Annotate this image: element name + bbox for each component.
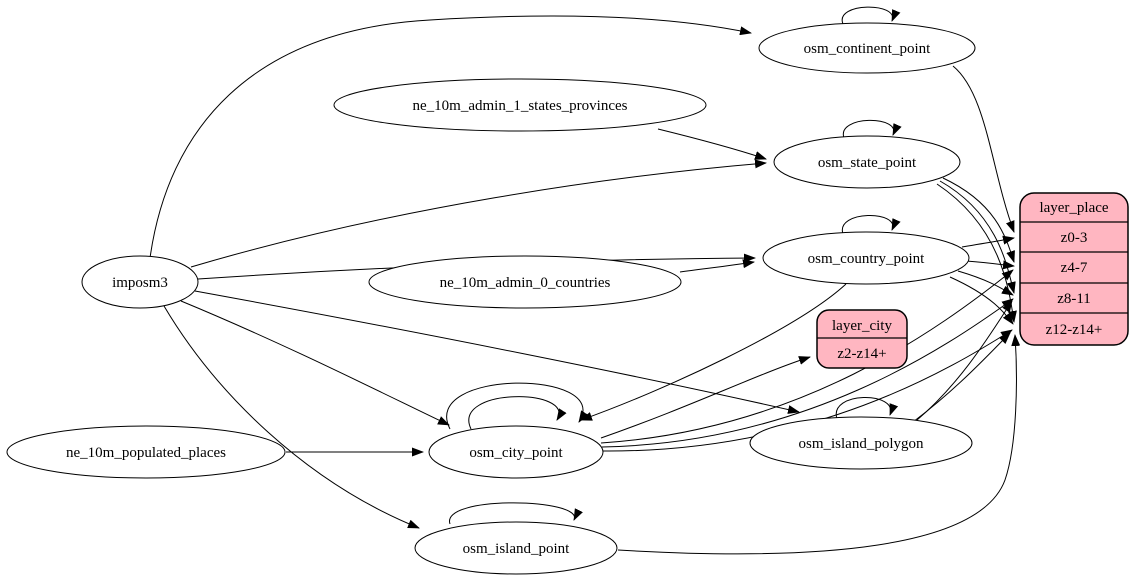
edge-osm_continent_point-layer_place-z0-3 xyxy=(952,65,1015,233)
node-ne_10m_populated_places xyxy=(6,425,286,479)
edge-osm_state_point-layer_place-z4-7 xyxy=(942,177,1015,263)
edge-osm_state_point-layer_place-z12-z14 xyxy=(936,183,1017,323)
edges-group xyxy=(149,6,1021,555)
node-ne_10m_admin_0_countries-label: ne_10m_admin_0_countries xyxy=(440,275,611,291)
edge-osm_country_point-layer_place-z0-3 xyxy=(961,235,1015,248)
edge-loop-osm_country_point xyxy=(842,214,901,235)
layer_city-row-z2-z14: z2-z14+ xyxy=(837,346,886,362)
layer_place-title: layer_place xyxy=(1039,200,1108,216)
node-ne_10m_admin_1_states_provinces xyxy=(333,78,707,132)
edge-osm_city_point-layer_city-z2-z14 xyxy=(600,356,811,439)
node-osm_island_point-label: osm_island_point xyxy=(463,541,571,557)
node-osm_state_point-label: osm_state_point xyxy=(818,155,917,171)
node-layer_city: layer_city z2-z14+ xyxy=(816,309,908,369)
edge-loop-osm_city_point-outer xyxy=(446,382,589,430)
node-osm_state_point xyxy=(773,135,961,189)
edge-loop-osm_island_polygon xyxy=(835,397,899,420)
layer_city-title: layer_city xyxy=(832,318,892,334)
layer_place-row-z4-7: z4-7 xyxy=(1061,260,1088,276)
node-ne_10m_admin_0_countries xyxy=(368,255,682,309)
node-osm_island_point xyxy=(414,521,618,575)
node-osm_island_polygon-label: osm_island_polygon xyxy=(798,436,924,452)
layer_place-row-z0-3: z0-3 xyxy=(1061,230,1088,246)
layer_place-row-z12-z14: z12-z14+ xyxy=(1046,322,1103,338)
edge-loop-osm_state_point xyxy=(843,119,902,139)
node-osm_city_point-label: osm_city_point xyxy=(469,445,563,461)
layer_place-row-z8-11: z8-11 xyxy=(1057,291,1091,307)
edge-osm_country_point-layer_place-z8-11 xyxy=(957,270,1014,296)
edge-osm_country_point-layer_place-z12-z14 xyxy=(949,276,1014,325)
edge-osm_island_point-layer_place-z12-z14 xyxy=(617,334,1021,555)
edge-loop-osm_city_point-inner xyxy=(468,396,567,430)
edge-loop-osm_island_point xyxy=(449,502,583,525)
node-layer_place: layer_place z0-3 z4-7 z8-11 z12-z14+ xyxy=(1019,192,1129,346)
edge-osm_island_polygon-layer_place-z8-11 xyxy=(916,300,1013,421)
layer_city-box xyxy=(816,309,908,369)
node-osm_city_point xyxy=(428,425,604,479)
edge-osm_city_point-layer_place-z8-11 xyxy=(601,298,1014,448)
node-osm_continent_point-label: osm_continent_point xyxy=(804,41,931,57)
node-osm_country_point xyxy=(762,231,970,285)
edge-osm_island_polygon-layer_place-z12-z14 xyxy=(912,332,1011,423)
node-ne_10m_admin_1_states_provinces-label: ne_10m_admin_1_states_provinces xyxy=(413,98,628,114)
edge-osm_country_point-osm_city_point xyxy=(580,283,847,421)
edge-imposm3-osm_island_polygon xyxy=(194,290,800,414)
edge-imposm3-osm_island_point xyxy=(163,305,420,529)
edge-loop-osm_continent_point xyxy=(841,6,901,25)
node-imposm3-label: imposm3 xyxy=(112,275,168,291)
node-osm_continent_point xyxy=(758,22,976,74)
edge-imposm3-osm_city_point xyxy=(180,300,450,426)
edge-ne_10m_admin_0_countries-osm_country_point xyxy=(679,259,755,273)
node-imposm3 xyxy=(81,255,199,309)
edge-osm_state_point-layer_place-z8-11 xyxy=(939,180,1016,294)
nodes-group: osm_continent_point ne_10m_admin_1_state… xyxy=(6,22,976,575)
edge-osm_city_point-layer_place-z4-7 xyxy=(600,269,1014,444)
node-osm_island_polygon xyxy=(749,416,973,470)
edge-osm_city_point-layer_place-z12-z14 xyxy=(600,329,1013,452)
node-ne_10m_populated_places-label: ne_10m_populated_places xyxy=(66,445,226,461)
edge-imposm3-osm_state_point xyxy=(190,159,767,268)
edge-imposm3-osm_continent_point xyxy=(149,15,752,259)
edge-ne_10m_admin_1_states_provinces-osm_state_point xyxy=(657,128,767,160)
edge-osm_country_point-layer_place-z4-7 xyxy=(965,260,1015,270)
layer_place-box xyxy=(1019,192,1129,346)
node-osm_country_point-label: osm_country_point xyxy=(808,251,925,267)
